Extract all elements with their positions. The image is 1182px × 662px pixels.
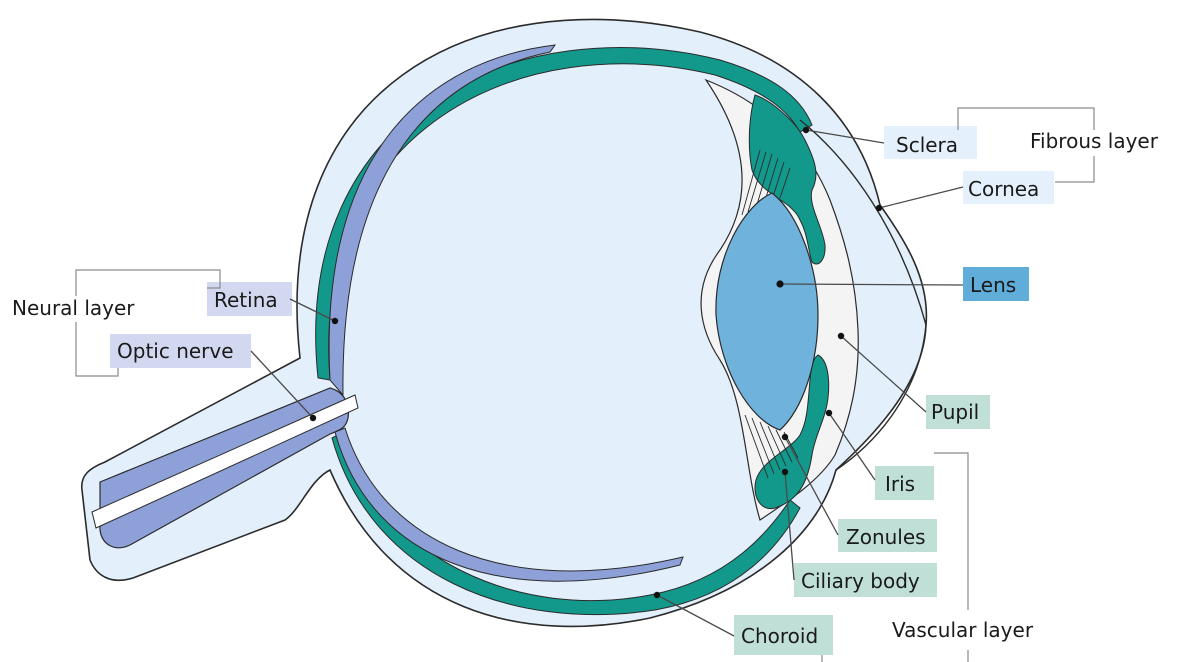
lens-label: Lens bbox=[970, 273, 1016, 297]
fibrous-layer-label: Fibrous layer bbox=[1030, 129, 1159, 153]
retina-label: Retina bbox=[214, 288, 278, 312]
optic-nerve-label: Optic nerve bbox=[117, 339, 234, 363]
vascular-layer-label: Vascular layer bbox=[892, 618, 1034, 642]
zonules-label: Zonules bbox=[846, 525, 926, 549]
pupil-label: Pupil bbox=[931, 400, 979, 424]
neural-layer-label: Neural layer bbox=[12, 296, 135, 320]
choroid-label: Choroid bbox=[741, 624, 818, 648]
sclera-label: Sclera bbox=[896, 133, 958, 157]
cornea-label: Cornea bbox=[968, 177, 1039, 201]
iris-label: Iris bbox=[885, 472, 915, 496]
ciliary-body-label: Ciliary body bbox=[801, 569, 920, 593]
